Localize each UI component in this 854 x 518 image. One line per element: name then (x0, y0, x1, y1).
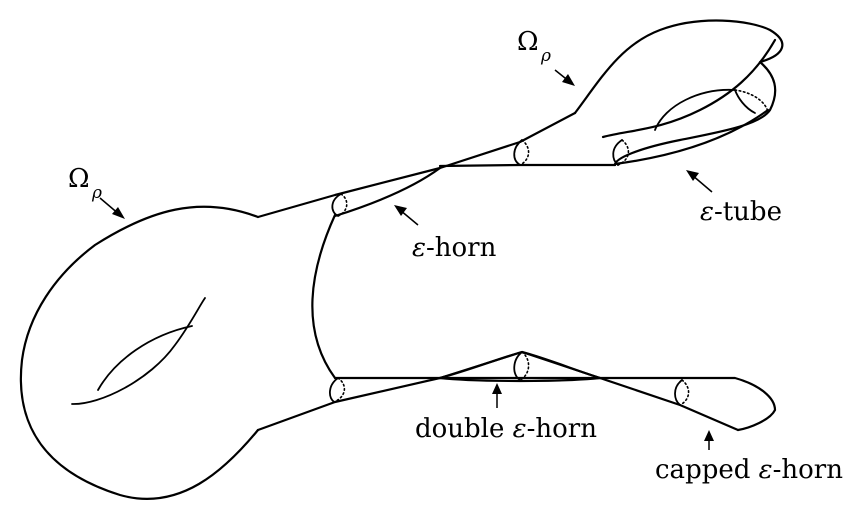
capped-epsilon: ε (759, 455, 773, 485)
upper-horizontal (438, 163, 617, 168)
horn-suffix: -horn (426, 233, 497, 263)
arrow-horn-head (394, 205, 407, 216)
tube-label: ε-tube (700, 197, 782, 227)
left-connector (311, 213, 337, 380)
capped-prefix: capped (655, 455, 759, 485)
lower-cross-3-front (674, 379, 683, 406)
double-prefix: double (415, 414, 513, 444)
upper-cross-2-front (513, 139, 523, 166)
left-handle-lower (97, 325, 193, 391)
lower-cross-2-front (513, 351, 523, 381)
right-handle-arc (654, 89, 736, 131)
right-handle-inner (734, 89, 756, 114)
lower-band-top (333, 376, 777, 432)
lower-cross-1-front (329, 377, 339, 403)
rho-sub-left: ρ (91, 183, 102, 203)
upper-cross-1-front (331, 193, 342, 217)
upper-cross-2-back (519, 139, 530, 166)
upper-cross-3-front (612, 139, 623, 166)
arrow-capped-horn-head (704, 430, 714, 441)
upper-horn-lower (333, 166, 442, 218)
double-horn-lower (438, 376, 602, 383)
lower-cross-2-back (519, 351, 530, 381)
arrow-tube-head (686, 170, 699, 181)
omega-label-top: Ω (517, 27, 539, 57)
horn-epsilon: ε (412, 233, 426, 263)
tube-top-edge (601, 38, 777, 139)
arrow-omega-left-head (112, 207, 125, 219)
tube-suffix: -tube (714, 197, 782, 227)
capped-suffix: -horn (773, 455, 844, 485)
double-suffix: -horn (527, 414, 598, 444)
double-horn-label: double ε-horn (415, 414, 597, 444)
rho-sub-top: ρ (540, 46, 551, 66)
tube-epsilon: ε (700, 197, 714, 227)
left-handle-upper (71, 297, 206, 405)
horn-label: ε-horn (412, 233, 497, 263)
upper-cross-1-back (337, 193, 348, 217)
capped-horn-label: capped ε-horn (655, 455, 843, 485)
tube-bottom-edge (613, 108, 770, 166)
arrow-omega-top-head (562, 74, 575, 86)
lower-cross-3-back (679, 379, 690, 406)
top-right-region (573, 19, 784, 167)
double-epsilon: ε (513, 414, 527, 444)
double-horn-curve (438, 350, 602, 380)
lower-cross-1-back (333, 377, 346, 403)
omega-label-left: Ω (68, 164, 90, 194)
right-handle-dotted (734, 89, 769, 113)
left-region-outline (19, 205, 260, 500)
arrow-double-horn-head (492, 383, 502, 394)
